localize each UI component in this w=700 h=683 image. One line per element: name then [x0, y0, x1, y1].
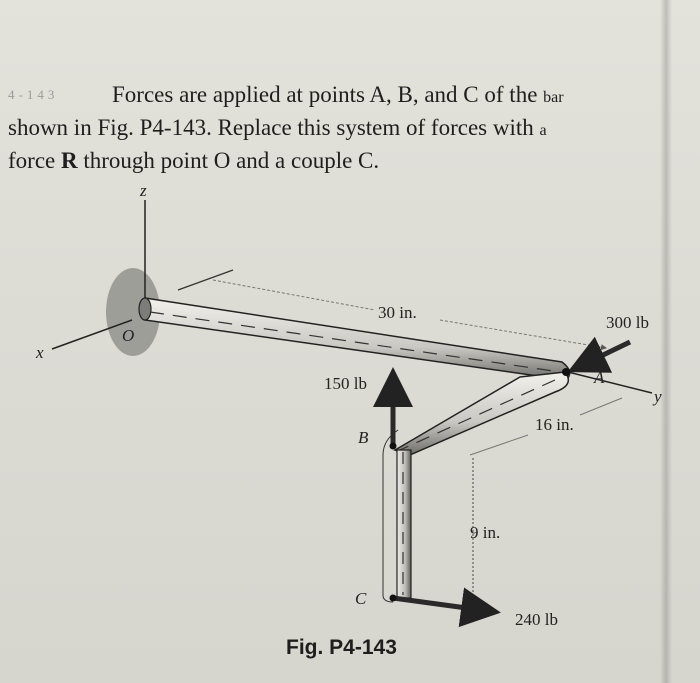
- dim-label-ab: 16 in.: [535, 415, 574, 434]
- origin-label: O: [122, 326, 134, 345]
- x-axis: [51, 319, 133, 350]
- bc-outline: [382, 429, 399, 603]
- problem-number: 4-143: [8, 87, 59, 102]
- force-label-c: 240 lb: [515, 610, 558, 629]
- force-arrow-c: [392, 587, 501, 628]
- y-axis: [567, 371, 653, 394]
- bar-centerline: [149, 311, 561, 373]
- force-arrow-a: [567, 336, 632, 373]
- point-b-dot: [389, 442, 397, 450]
- wall-support: [106, 268, 160, 356]
- dim-line-ab-2: [469, 434, 529, 456]
- point-c-label: C: [355, 589, 367, 608]
- z-axis-label: z: [139, 181, 147, 200]
- bar-segment-oa: [144, 297, 571, 381]
- dim-label-bc: 9 in.: [470, 523, 500, 542]
- page-edge-shadow: [660, 0, 672, 683]
- problem-line-2: shown in Fig. P4-143. Replace this syste…: [8, 115, 547, 140]
- point-c-dot: [389, 594, 397, 602]
- figure-caption: Fig. P4-143: [286, 636, 397, 659]
- bar-end: [138, 297, 152, 321]
- point-b-label: B: [358, 428, 369, 447]
- dim-label-oa: 30 in.: [378, 303, 417, 322]
- dim-line-oa-2: [439, 319, 607, 351]
- problem-line-3: force R through point O and a couple C.: [8, 148, 380, 173]
- point-a-label: A: [593, 368, 605, 387]
- dim-line-ab: [579, 397, 623, 416]
- dim-line-oa-ext: [177, 269, 234, 291]
- dim-line-oa: [212, 279, 376, 311]
- bar-centerline-ab: [399, 379, 556, 451]
- force-label-a: 300 lb: [606, 313, 649, 332]
- point-a-dot: [562, 368, 570, 376]
- y-axis-label: y: [652, 387, 662, 406]
- bar-segment-bc: [396, 449, 412, 599]
- force-label-b: 150 lb: [324, 374, 367, 393]
- x-axis-label: x: [35, 343, 44, 362]
